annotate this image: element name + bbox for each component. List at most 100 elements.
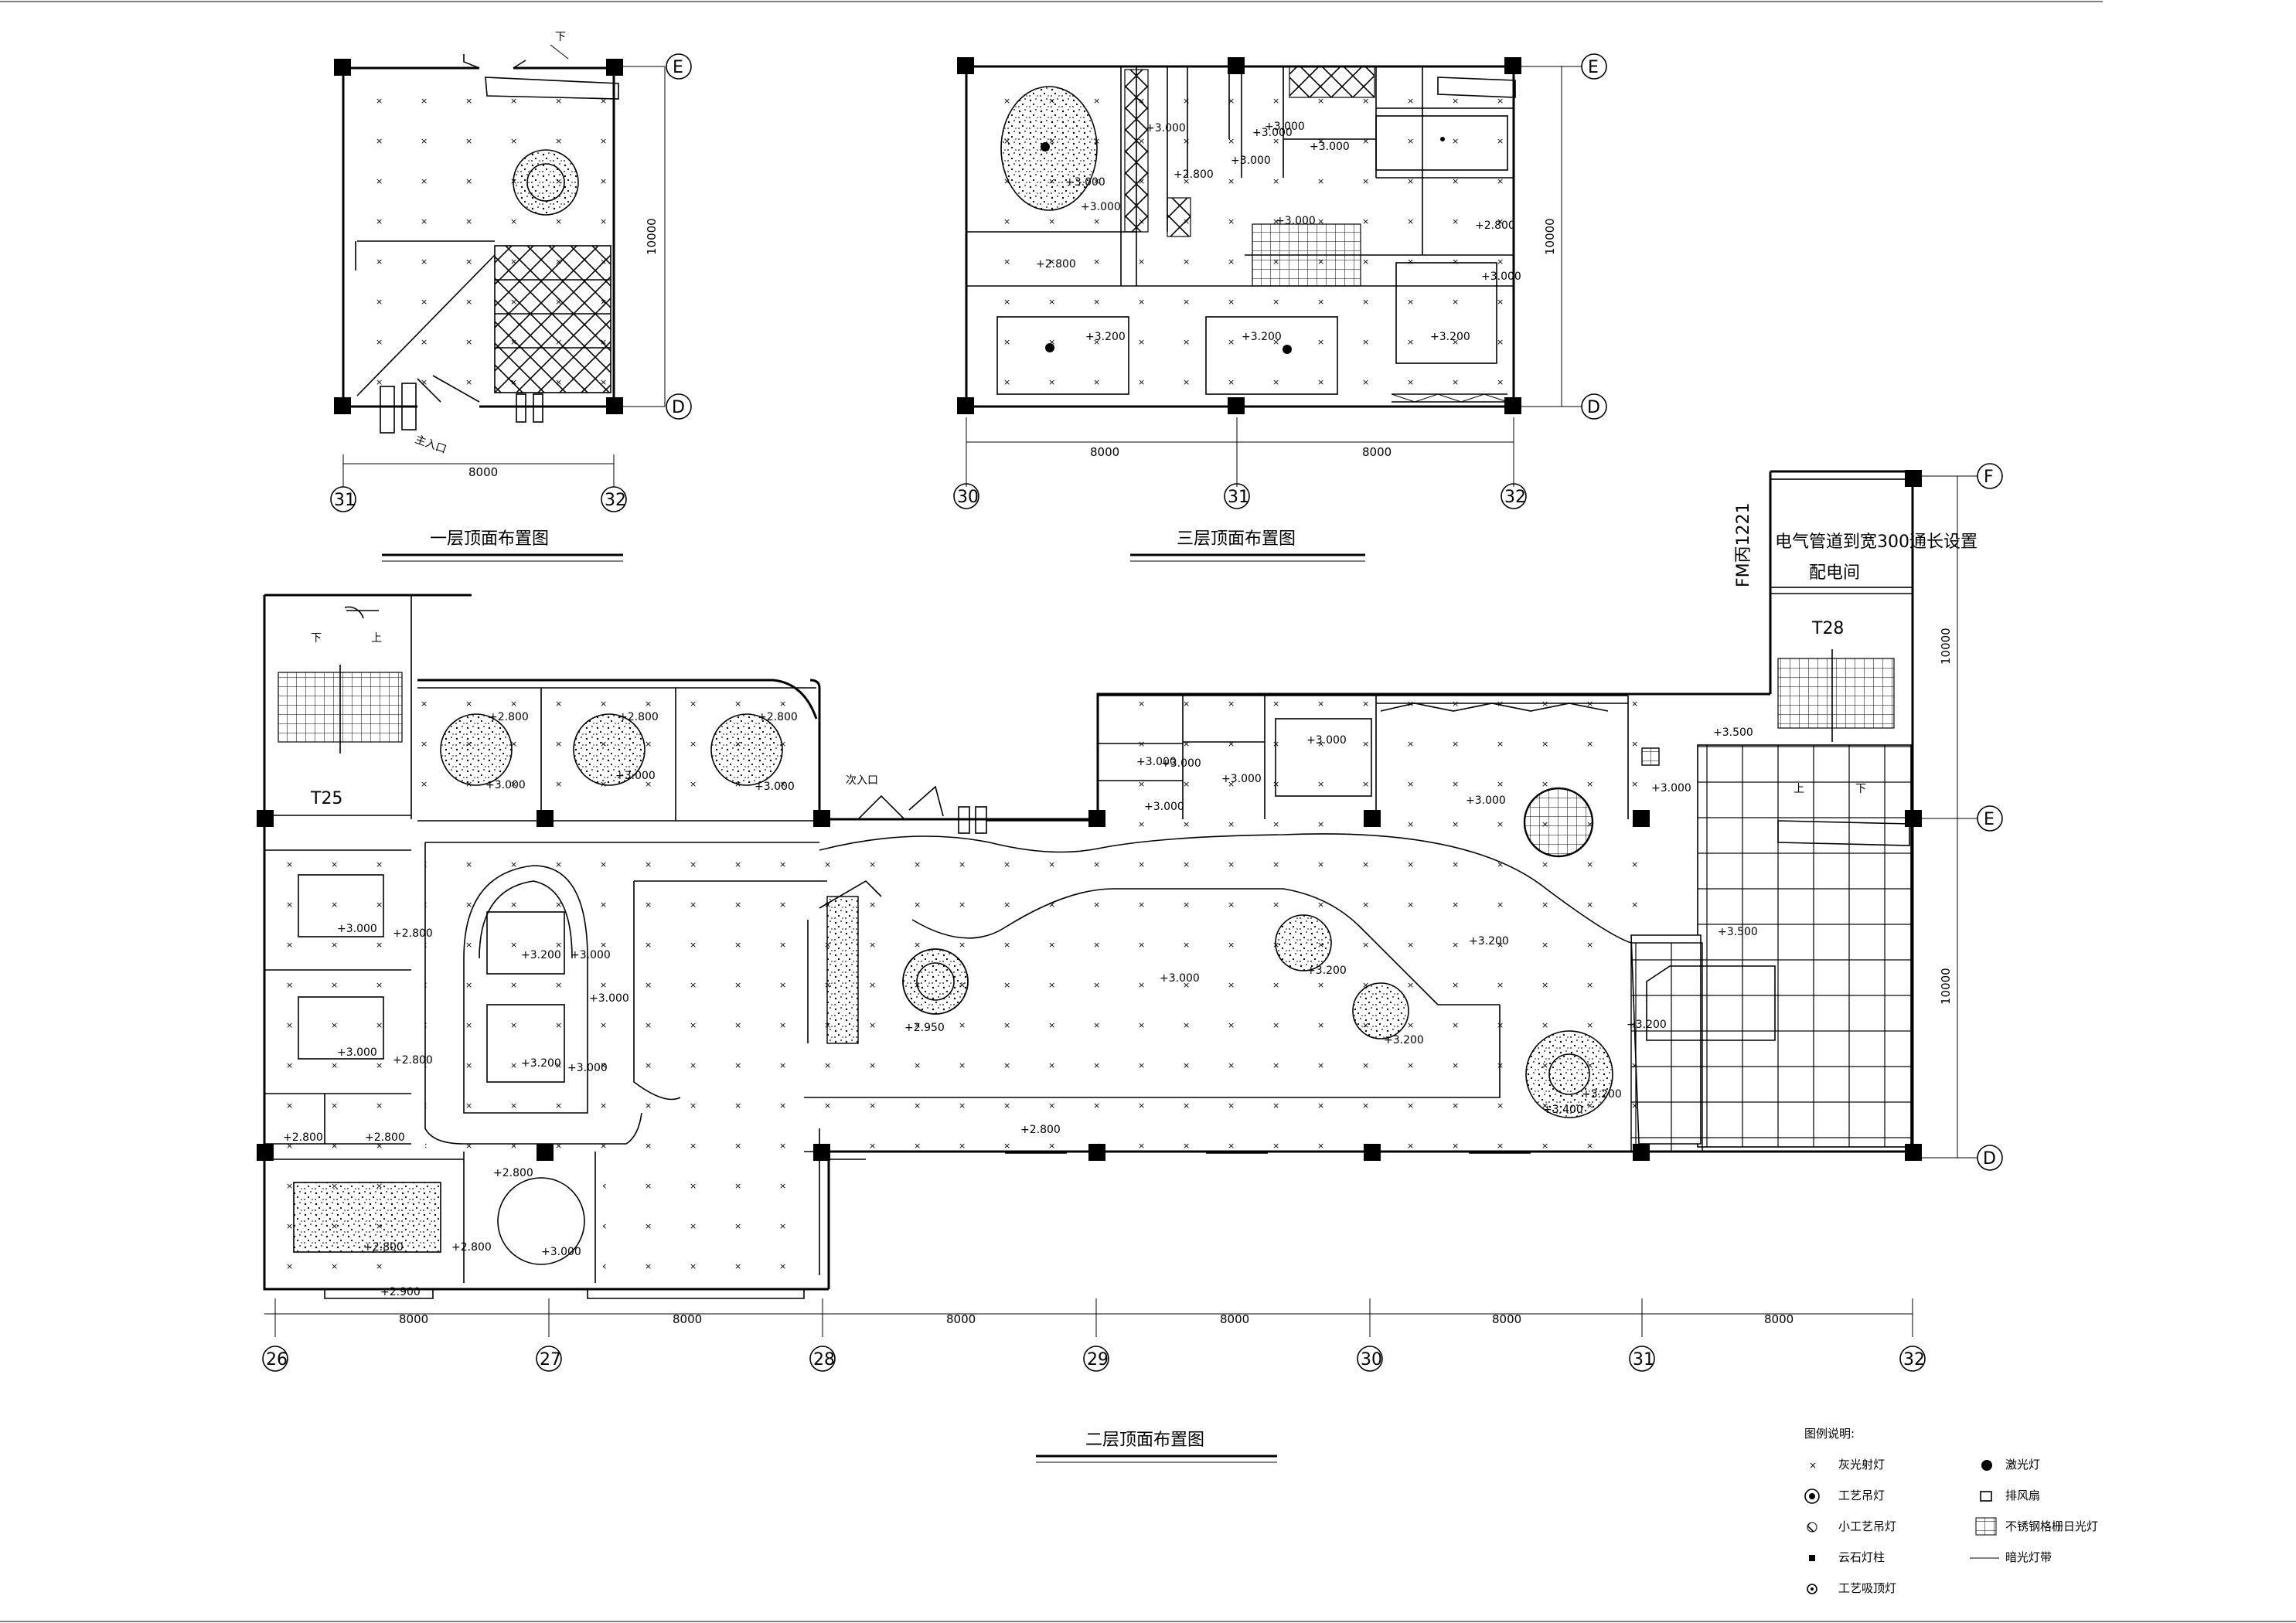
stair-t28-label: T28 — [1811, 619, 1844, 638]
svg-text:不锈钢格栅日光灯: 不锈钢格栅日光灯 — [2005, 1519, 2098, 1533]
svg-text:+3.200: +3.200 — [1469, 935, 1509, 948]
legend-item-fan: 排风扇 — [1980, 1489, 2040, 1502]
svg-text:+3.000: +3.000 — [1231, 155, 1271, 167]
axis-marker-28: 28 — [809, 1346, 836, 1372]
axis-marker-D-top: D — [1581, 393, 1607, 420]
stair-t25-down: 下 — [311, 632, 322, 645]
svg-text:+3.200: +3.200 — [521, 949, 561, 961]
svg-text:+2.800: +2.800 — [365, 1131, 405, 1144]
power-room-note: 电气管道到宽300通长设置 — [1775, 532, 1977, 552]
svg-text:+3.000: +3.000 — [755, 781, 795, 793]
svg-text:+3.000: +3.000 — [541, 1246, 581, 1258]
svg-text:+2.800: +2.800 — [451, 1241, 492, 1254]
svg-text:灰光射灯: 灰光射灯 — [1838, 1458, 1885, 1472]
pendant-light-bar — [293, 1182, 441, 1253]
axis-marker-31-top: 31 — [1224, 483, 1250, 509]
svg-text:+2.800: +2.800 — [493, 1167, 533, 1179]
svg-text:云石灯柱: 云石灯柱 — [1838, 1550, 1885, 1564]
central-pendant-light — [902, 948, 969, 1015]
legend-title: 图例说明: — [1804, 1427, 1855, 1441]
first-floor-dim-height: 10000 — [645, 218, 659, 255]
svg-text:+3.000: +3.000 — [1081, 201, 1121, 213]
svg-text:+2.800: +2.800 — [1020, 1124, 1061, 1136]
third-floor-elevations: +3.000 +3.000 +3.000 +3.000 +2.800 +2.80… — [1036, 121, 1521, 343]
svg-text:32: 32 — [1903, 1350, 1925, 1370]
svg-text:+3.000: +3.000 — [567, 1062, 608, 1074]
first-floor-door-swing — [417, 375, 480, 403]
svg-text:30: 30 — [957, 488, 979, 507]
axis-marker-30-top: 30 — [953, 483, 979, 509]
grille-light-icon — [1975, 1517, 1997, 1536]
svg-text:D: D — [1587, 398, 1600, 417]
dim-28-29: 8000 — [946, 1312, 976, 1326]
svg-text:+2.800: +2.800 — [1174, 168, 1214, 181]
svg-text:F: F — [1984, 468, 1994, 487]
legend-item-grille: 不锈钢格栅日光灯 — [1975, 1517, 2098, 1536]
spotlight-icon: × — [1809, 1460, 1817, 1471]
third-floor-dim-1: 8000 — [1090, 445, 1119, 459]
first-floor-plan: 下 主入口 8000 10000 31 32 E D 一层顶面布置图 — [330, 31, 692, 562]
svg-text:+2.800: +2.800 — [393, 927, 433, 940]
axis-marker-31b: 31 — [1629, 1346, 1655, 1372]
svg-text:26: 26 — [266, 1350, 288, 1370]
svg-text:31: 31 — [1633, 1350, 1654, 1370]
power-room — [1770, 478, 1913, 588]
svg-text:28: 28 — [813, 1350, 835, 1370]
svg-text:+2.950: +2.950 — [904, 1022, 945, 1034]
svg-text:+3.200: +3.200 — [521, 1057, 561, 1070]
axis-marker-32-top: 32 — [1501, 483, 1527, 509]
svg-text:E: E — [1984, 810, 1995, 829]
pendant-light-east-1 — [1275, 914, 1332, 971]
round-ceiling-room-7 — [497, 1177, 585, 1265]
axis-marker-31: 31 — [330, 486, 356, 512]
legend-item-small-pendant: 小工艺吊灯 — [1807, 1519, 1896, 1533]
svg-text:+3.000: +3.000 — [1651, 782, 1691, 794]
axis-marker-F: F — [1977, 463, 2003, 489]
third-floor-plan: +3.000 +3.000 +3.000 +3.000 +2.800 +2.80… — [953, 53, 1607, 562]
axis-marker-D: D — [666, 393, 692, 420]
svg-text:+3.200: +3.200 — [1384, 1034, 1424, 1046]
svg-text:+3.000: +3.000 — [571, 949, 611, 961]
third-floor-room-b — [1205, 316, 1338, 395]
legend-item-column: 云石灯柱 — [1809, 1550, 1885, 1564]
svg-text:+3.200: +3.200 — [1085, 331, 1126, 343]
svg-text:+3.000: +3.000 — [1306, 734, 1347, 747]
second-floor-dim-ticks — [274, 1298, 1913, 1337]
svg-text:27: 27 — [540, 1350, 561, 1370]
svg-text:+3.000: +3.000 — [589, 992, 629, 1005]
door-tag: FM丙1221 — [1734, 502, 1753, 587]
third-floor-dim-2: 8000 — [1362, 445, 1392, 459]
stair-t28 — [1777, 658, 1895, 729]
arched-feature-ceiling — [463, 865, 588, 1114]
svg-text:+3.200: +3.200 — [1627, 1019, 1667, 1031]
legend-item-laser: 激光灯 — [1981, 1458, 2040, 1472]
svg-text:+2.800: +2.800 — [489, 711, 529, 723]
svg-text:排风扇: 排风扇 — [2005, 1489, 2040, 1502]
first-floor-grid-ceiling — [494, 245, 611, 393]
svg-text:+3.200: +3.200 — [1306, 965, 1347, 977]
cloud-column-icon — [1809, 1555, 1815, 1561]
svg-text:D: D — [672, 398, 685, 417]
first-floor-down-label: 下 — [555, 31, 566, 43]
third-floor-stair — [1252, 223, 1361, 287]
third-floor-room-a — [996, 316, 1129, 395]
svg-text:+3.000: +3.000 — [1310, 141, 1350, 153]
pendant-light-room-2 — [573, 713, 646, 786]
svg-text:+2.800: +2.800 — [1475, 219, 1515, 232]
axis-marker-30: 30 — [1357, 1346, 1383, 1372]
stair-t25-up: 上 — [371, 632, 382, 645]
dim-27-28: 8000 — [673, 1312, 702, 1326]
second-floor-title: 二层顶面布置图 — [1085, 1431, 1204, 1450]
svg-text:+3.000: +3.000 — [1221, 773, 1262, 785]
second-floor-elevations: +2.800 +2.800 +2.800 +3.000 +3.000 +3.00… — [283, 711, 1758, 1298]
second-floor-plan: T25 下 上 — [257, 463, 2003, 1463]
svg-text:31: 31 — [334, 491, 356, 510]
svg-text:+3.000: +3.000 — [1144, 801, 1184, 813]
svg-text:+3.200: +3.200 — [1430, 331, 1470, 343]
cloud-column-strip — [826, 896, 859, 1044]
svg-text:31: 31 — [1228, 488, 1249, 507]
axis-marker-29: 29 — [1083, 1346, 1109, 1372]
second-floor-soffit-line — [633, 880, 1501, 1101]
first-floor-vent — [485, 77, 619, 100]
